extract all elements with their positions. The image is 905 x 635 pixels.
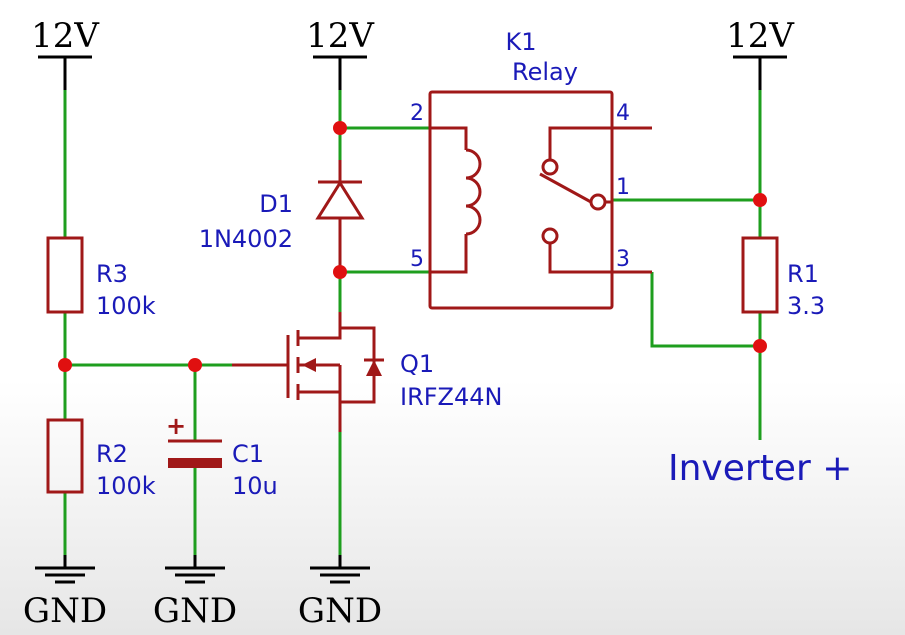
k1-ref: K1 [505, 28, 536, 56]
c1-polarity-mark: + [166, 412, 186, 440]
r1-ref: R1 [787, 260, 819, 288]
k1-pin-5: 5 [410, 247, 424, 272]
r1-value: 3.3 [787, 292, 825, 320]
k1-pin-2: 2 [410, 101, 424, 126]
output-label-inverter: Inverter + [668, 448, 852, 489]
junction-dot [58, 358, 72, 372]
r3-ref: R3 [96, 260, 128, 288]
diode-d1: D1 1N4002 [199, 160, 365, 272]
junction-dot [333, 265, 347, 279]
d1-value: 1N4002 [199, 225, 293, 253]
resistor-r1: R1 3.3 [741, 236, 825, 320]
r2-ref: R2 [96, 440, 128, 468]
resistor-r2: R2 100k [46, 418, 156, 500]
q1-value: IRFZ44N [400, 383, 503, 411]
k1-pin-1: 1 [616, 175, 630, 200]
k1-value: Relay [512, 58, 578, 86]
r3-value: 100k [96, 292, 156, 320]
ground-label-3: GND [298, 591, 382, 631]
relay-k1: K1 Relay 2 4 1 5 3 [410, 28, 652, 310]
junction-dots [58, 121, 767, 372]
k1-pin-3: 3 [616, 247, 630, 272]
ground-label-2: GND [153, 591, 237, 631]
supply-label-mid: 12V [306, 16, 375, 56]
supply-label-left: 12V [31, 16, 100, 56]
r2-value: 100k [96, 472, 156, 500]
junction-dot [753, 193, 767, 207]
junction-dot [188, 358, 202, 372]
k1-pin-4: 4 [616, 101, 630, 126]
junction-dot [753, 339, 767, 353]
ground-label-1: GND [23, 591, 107, 631]
c1-value: 10u [232, 472, 278, 500]
resistor-r3: R3 100k [46, 236, 156, 320]
supply-label-right: 12V [726, 16, 795, 56]
junction-dot [333, 121, 347, 135]
ground-symbols: GND GND GND [23, 555, 382, 631]
capacitor-c1: + C1 10u [166, 412, 278, 500]
wires [63, 85, 762, 560]
power-symbols: 12V 12V 12V [31, 16, 795, 90]
d1-ref: D1 [259, 190, 293, 218]
c1-ref: C1 [232, 440, 264, 468]
mosfet-q1: Q1 IRFZ44N [232, 312, 503, 432]
q1-ref: Q1 [400, 350, 434, 378]
